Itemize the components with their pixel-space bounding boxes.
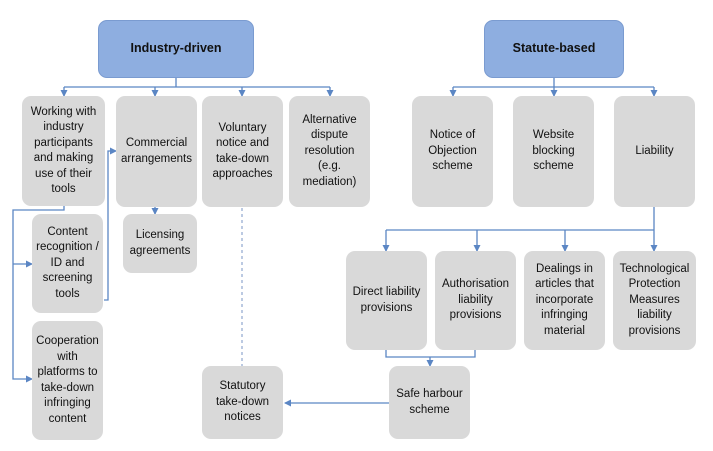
statute-based-header: Statute-based	[484, 20, 624, 78]
cooperation-with-platforms-box: Cooperation with platforms to take-down …	[32, 321, 103, 440]
statutory-take-down-box: Statutory take-down notices	[202, 366, 283, 439]
licensing-agreements-box: Licensing agreements	[123, 214, 197, 273]
direct-liability-box: Direct liability provisions	[346, 251, 427, 350]
content-recognition-box: Content recognition / ID and screening t…	[32, 214, 103, 313]
safe-harbour-box: Safe harbour scheme	[389, 366, 470, 439]
commercial-arrangements-box: Commercial arrangements	[116, 96, 197, 207]
dealings-in-articles-box: Dealings in articles that incorporate in…	[524, 251, 605, 350]
working-with-industry-box: Working with industry participants and m…	[22, 96, 105, 206]
liability-box: Liability	[614, 96, 695, 207]
technological-protection-measures-box: Technological Protection Measures liabil…	[613, 251, 696, 350]
voluntary-notice-box: Voluntary notice and take-down approache…	[202, 96, 283, 207]
notice-of-objection-box: Notice of Objection scheme	[412, 96, 493, 207]
website-blocking-box: Website blocking scheme	[513, 96, 594, 207]
alternative-dispute-resolution-box: Alternative dispute resolution (e.g. med…	[289, 96, 370, 207]
authorisation-liability-box: Authorisation liability provisions	[435, 251, 516, 350]
industry-driven-header: Industry-driven	[98, 20, 254, 78]
